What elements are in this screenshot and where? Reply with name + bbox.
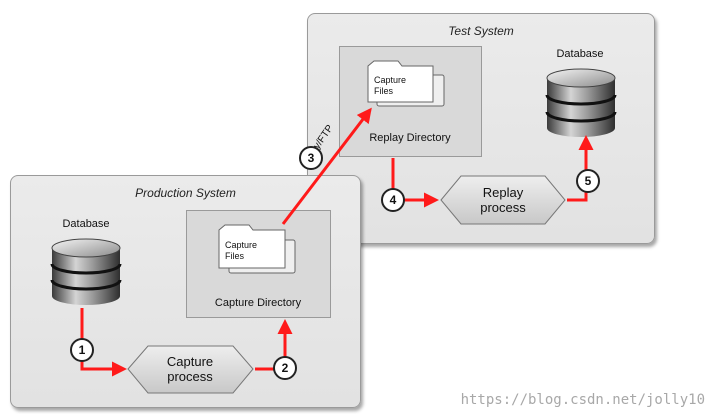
capture-process-line2: process xyxy=(167,369,213,384)
production-database-icon xyxy=(50,238,122,305)
arrow-replay-to-db xyxy=(567,135,594,202)
capture-files-label-2: Files xyxy=(225,251,245,261)
replay-files-label-2: Files xyxy=(374,86,394,96)
replay-process-line1: Replay xyxy=(482,185,524,200)
production-system-title: Production System xyxy=(135,186,236,200)
step-3-badge: 3 xyxy=(299,146,323,170)
step-1-badge: 1 xyxy=(70,338,94,362)
replay-files-label-1: Capture xyxy=(374,75,407,85)
replay-capture-files-folder-icon xyxy=(367,60,445,107)
watermark-text: https://blog.csdn.net/jolly10 xyxy=(460,392,705,408)
capture-files-folder-icon xyxy=(218,224,296,274)
step-2-badge: 2 xyxy=(273,356,297,380)
replay-directory-label: Replay Directory xyxy=(369,132,451,144)
capture-process-label: Capture process xyxy=(167,354,213,384)
test-database-icon xyxy=(545,68,617,137)
replay-process-hexagon xyxy=(440,175,566,225)
capture-process-line1: Capture xyxy=(166,354,214,369)
capture-process-hexagon xyxy=(127,345,254,394)
capture-directory-label: Capture Directory xyxy=(214,297,302,309)
arrow-copy-ftp xyxy=(281,107,372,225)
replay-process-line2: process xyxy=(480,200,526,215)
arrow-db-to-capture xyxy=(80,308,127,377)
step-4-badge: 4 xyxy=(381,188,405,212)
step-5-badge: 5 xyxy=(576,169,600,193)
flow-arrows xyxy=(80,107,594,377)
capture-files-label-1: Capture xyxy=(225,240,258,250)
test-system-title: Test System xyxy=(448,24,514,38)
replay-process-label: Replay process xyxy=(480,185,526,215)
replay-directory-box xyxy=(339,46,482,157)
production-database-label: Database xyxy=(62,218,110,230)
test-database-label: Database xyxy=(556,48,604,60)
